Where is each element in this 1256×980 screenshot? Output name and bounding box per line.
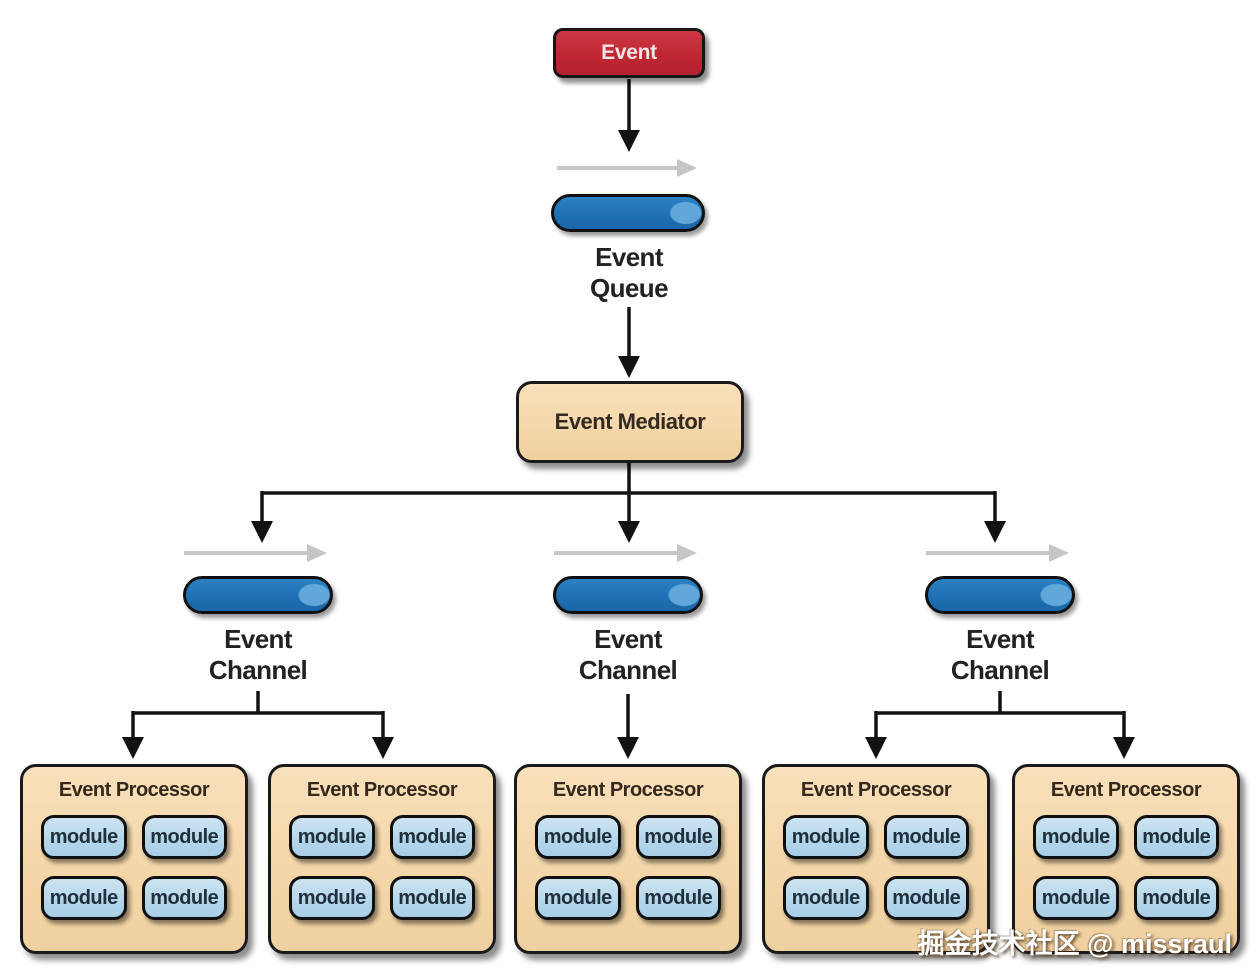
- module-box: module: [1133, 876, 1219, 920]
- module-box: module: [389, 815, 475, 859]
- event-channel-cylinder-middle: [553, 576, 703, 614]
- module-box: module: [535, 815, 621, 859]
- event-processor-title: Event Processor: [552, 779, 704, 801]
- event-processor-title: Event Processor: [58, 779, 210, 801]
- event-node: Event: [553, 28, 705, 78]
- event-channel-label-left: Event Channel: [208, 624, 308, 686]
- event-processor-2: Event Processor module module module mod…: [268, 764, 496, 954]
- module-box: module: [1033, 815, 1119, 859]
- event-processor-4: Event Processor module module module mod…: [762, 764, 990, 954]
- module-grid: module module module module: [517, 802, 739, 920]
- module-box: module: [783, 815, 869, 859]
- module-box: module: [141, 876, 227, 920]
- event-channel-label-middle: Event Channel: [578, 624, 678, 686]
- event-queue-label: Event Queue: [590, 242, 669, 304]
- event-processor-title: Event Processor: [1050, 779, 1202, 801]
- watermark-text: 掘金技术社区 @ missraul: [917, 929, 1232, 959]
- event-processor-1: Event Processor module module module mod…: [20, 764, 248, 954]
- module-box: module: [535, 876, 621, 920]
- event-queue-cylinder: [551, 194, 705, 232]
- module-grid: module module module module: [23, 802, 245, 920]
- module-box: module: [41, 876, 127, 920]
- event-processor-5: Event Processor module module module mod…: [1012, 764, 1240, 954]
- module-box: module: [289, 815, 375, 859]
- module-box: module: [883, 815, 969, 859]
- module-box: module: [1133, 815, 1219, 859]
- module-grid: module module module module: [765, 802, 987, 920]
- module-box: module: [389, 876, 475, 920]
- event-processor-3: Event Processor module module module mod…: [514, 764, 742, 954]
- event-channel-cylinder-left: [183, 576, 333, 614]
- module-box: module: [289, 876, 375, 920]
- module-box: module: [783, 876, 869, 920]
- event-channel-label-right: Event Channel: [950, 624, 1050, 686]
- event-mediator-node: Event Mediator: [516, 381, 744, 463]
- black-connector-lines: [122, 79, 1135, 759]
- event-processor-title: Event Processor: [306, 779, 458, 801]
- event-processor-title: Event Processor: [800, 779, 952, 801]
- event-channel-cylinder-right: [925, 576, 1075, 614]
- event-node-label: Event: [601, 41, 657, 64]
- module-box: module: [41, 815, 127, 859]
- module-box: module: [883, 876, 969, 920]
- module-box: module: [635, 876, 721, 920]
- gray-flow-arrows: [184, 159, 1069, 562]
- module-box: module: [635, 815, 721, 859]
- event-mediator-label: Event Mediator: [554, 409, 706, 434]
- module-box: module: [141, 815, 227, 859]
- module-grid: module module module module: [1015, 802, 1237, 920]
- module-box: module: [1033, 876, 1119, 920]
- module-grid: module module module module: [271, 802, 493, 920]
